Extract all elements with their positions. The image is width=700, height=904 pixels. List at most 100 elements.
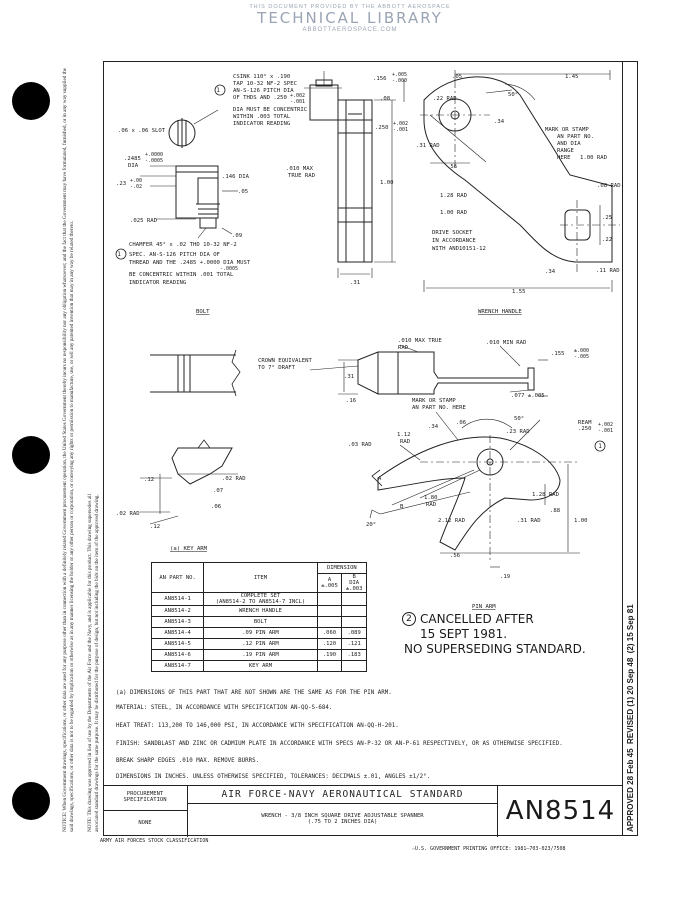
table-cell-b: .121 (341, 638, 367, 650)
handle-50deg-label: 50° (508, 92, 518, 98)
drawing-border (103, 61, 623, 836)
library-header-url: ABBOTTAEROSPACE.COM (302, 27, 398, 33)
pin-callout-1: 1 (598, 443, 602, 450)
table-header-item: ITEM (203, 562, 318, 593)
binder-hole-bottom (12, 782, 50, 820)
pin-ream-label: REAM (578, 420, 592, 426)
pin-b-label: B (400, 504, 404, 510)
pin-56-label: .56 (450, 553, 460, 559)
table-row: AN8514-2 WRENCH HANDLE (150, 605, 367, 617)
revision-2-marker: 2 (402, 612, 416, 626)
handle-100rad-label: 1.00 RAD (580, 155, 608, 161)
pin-03rad-label: .03 RAD (348, 442, 372, 448)
pin-rad3-label: RAD (426, 502, 437, 508)
table-cell-a (316, 592, 343, 606)
table-cell-b (341, 616, 367, 628)
key-12b-label: .12 (150, 524, 160, 530)
table-cell-part: AN8514-5 (150, 638, 205, 650)
table-cell-part: AN8514-4 (150, 627, 205, 639)
pin-155-tol-upper: ±.000 (574, 348, 589, 354)
bolt-csink-label: CSINK 110° x .190 (233, 74, 290, 80)
standard-title: AIR FORCE-NAVY AERONAUTICAL STANDARD (188, 786, 498, 804)
pin-155-label: .155 (551, 351, 564, 357)
handle-100-label: 1.00 (380, 180, 393, 186)
stock-classification: ARMY AIR FORCES STOCK CLASSIFICATION (100, 838, 209, 844)
handle-155-label: 1.55 (512, 289, 525, 295)
bolt-09-label: .09 (232, 233, 242, 239)
bolt-025-label: .025 RAD (130, 218, 158, 224)
table-cell-a: .060 (316, 627, 343, 639)
table-cell-item: BOLT (203, 616, 318, 628)
handle-caption: WRENCH HANDLE (478, 309, 522, 315)
bolt-05-label: .05 (238, 189, 248, 195)
bolt-chamfer-label: CHAMFER 45° x .02 THD 10-32 NF-2 (129, 242, 237, 248)
bolt-indicator-label: INDICATOR READING (233, 121, 291, 127)
handle-and-dia-label: AND DIA (557, 141, 581, 147)
table-cell-b (341, 605, 367, 617)
table-cell-a: .120 (316, 638, 343, 650)
note-dimensions-same: (a) DIMENSIONS OF THIS PART THAT ARE NOT… (116, 690, 392, 696)
handle-drive-socket-label: DRIVE SOCKET (432, 230, 473, 236)
pin-16-label: .16 (346, 398, 356, 404)
bolt-within-label: WITHIN .003 TOTAL (233, 114, 291, 120)
table-row: AN8514-3 BOLT (150, 616, 367, 628)
table-cell-item: .12 PIN ARM (203, 638, 318, 650)
table-cell-part: AN8514-1 (150, 592, 205, 606)
table-cell-b: .183 (341, 649, 367, 661)
table-cell-b (341, 592, 367, 606)
handle-34-label: .34 (494, 119, 505, 125)
handle-08-label: .08 (380, 96, 391, 102)
handle-an-part-label: AN PART NO. (557, 134, 594, 140)
bolt-concentric-label: DIA MUST BE CONCENTRIC (233, 107, 307, 113)
bolt-tap-label: TAP 10-32 NF-2 SPEC (233, 81, 297, 87)
key-12-label: .12 (144, 477, 154, 483)
library-header-title: TECHNICAL LIBRARY (257, 9, 443, 27)
cancel-line-3: NO SUPERSEDING STANDARD. (404, 642, 586, 656)
key-arm-drawing (140, 349, 241, 525)
pin-an-here-label: AN PART NO. HERE (412, 405, 467, 411)
bolt-tol-upper: +.002 (290, 93, 305, 99)
handle-05-label: .05 (452, 74, 462, 80)
binder-hole-top (12, 82, 50, 120)
pin-arm-top-view (309, 344, 548, 397)
pin-ream-tol-lower: -.001 (598, 428, 613, 434)
pin-34-label: .34 (428, 424, 439, 430)
bolt-146-label: .146 DIA (222, 174, 250, 180)
pin-a-label: A (378, 476, 382, 482)
note-tolerances: DIMENSIONS IN INCHES. UNLESS OTHERWISE S… (116, 774, 431, 780)
bolt-concentric2-label: BE CONCENTRIC WITHIN .001 TOTAL (129, 272, 234, 278)
bolt-23-tol-lower: -.02 (130, 184, 142, 190)
wrench-handle-side-view (337, 80, 405, 278)
pin-rad-label: RAD (398, 345, 409, 351)
pin-19-label: .19 (500, 574, 510, 580)
table-cell-item: .19 PIN ARM (203, 649, 318, 661)
handle-31-label: .31 (350, 280, 360, 286)
pin-ream-val: .250 (578, 426, 591, 432)
bolt-dia-label: DIA (128, 163, 139, 169)
table-row: AN8514-5 .12 PIN ARM .120 .121 (150, 638, 367, 650)
bolt-2485-label: .2485 (124, 156, 141, 162)
handle-22-label: .22 (602, 237, 612, 243)
revision-strip (623, 61, 638, 836)
handle-145-label: 1.45 (565, 74, 578, 80)
pin-100-label: 1.00 (574, 518, 587, 524)
table-cell-a (316, 660, 343, 672)
table-cell-b: .089 (341, 627, 367, 639)
table-cell-part: AN8514-2 (150, 605, 205, 617)
handle-156-tol-upper: +.005 (392, 72, 407, 78)
handle-with-an-label: WITH AND10151-12 (432, 246, 486, 252)
standard-number: AN8514 (505, 796, 616, 826)
cancellation-notice: 2 CANCELLED AFTER 15 SEPT 1981. NO SUPER… (402, 612, 622, 657)
table-cell-b (341, 660, 367, 672)
bolt-2485-tol-lower: -.0005 (145, 158, 163, 164)
pin-arm-front-view (369, 411, 606, 568)
handle-128rad-label: 1.28 RAD (440, 193, 468, 199)
binder-hole-middle (12, 436, 50, 474)
table-cell-a (316, 605, 343, 617)
pin-31rad-label: .31 RAD (517, 518, 541, 524)
table-header-a: A±.005 (316, 573, 343, 593)
bolt-tol-lower: -.001 (290, 99, 305, 105)
pin-88-label: .88 (550, 508, 561, 514)
